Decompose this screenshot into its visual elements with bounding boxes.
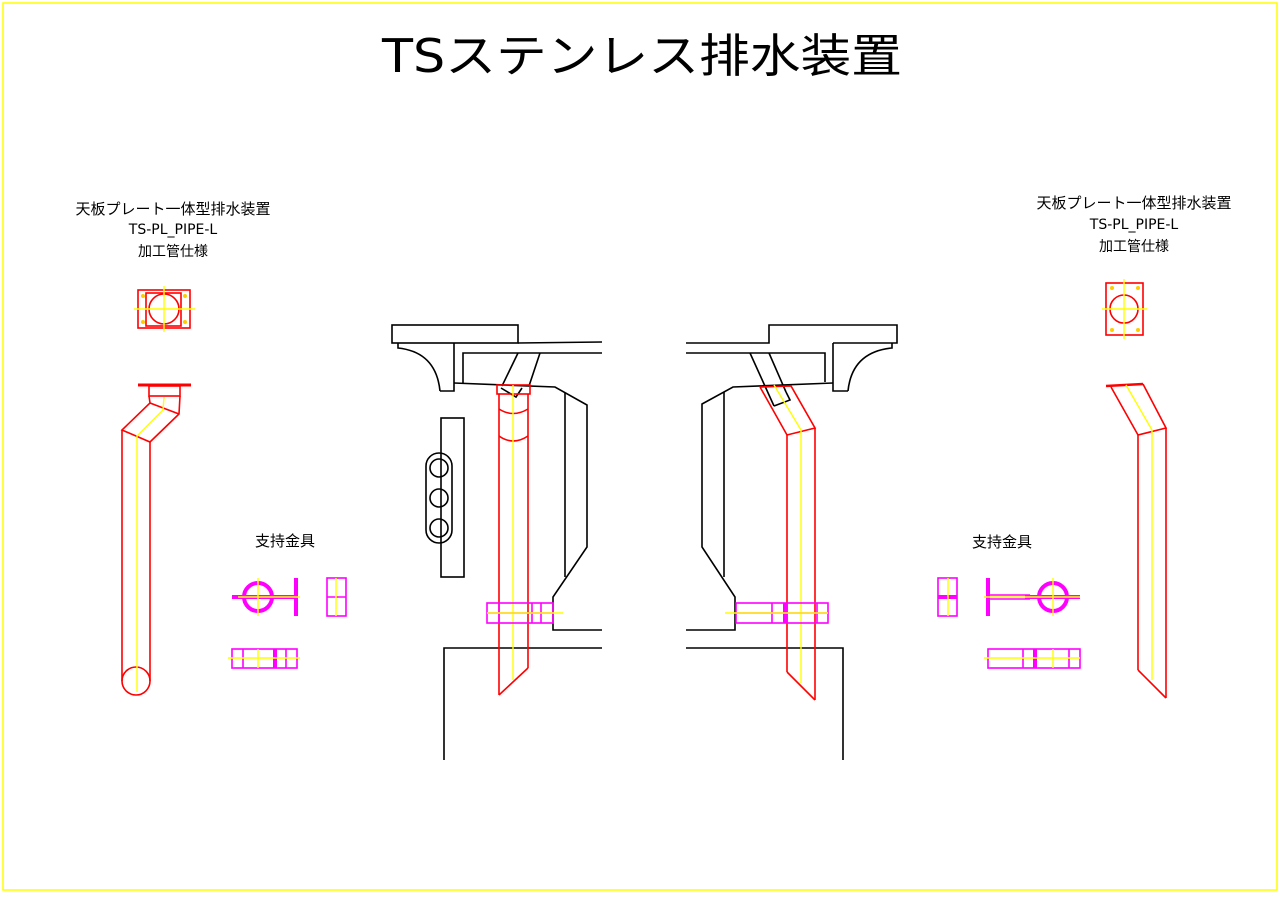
left-plate-plan-view (134, 286, 195, 332)
right-pipe-elevation (1105, 382, 1168, 699)
drawing-border (2, 2, 1278, 891)
right-spec-model: TS-PL_PIPE-L (1089, 217, 1179, 233)
right-plate-plan-view (1102, 279, 1147, 339)
drawing-title: TSステンレス排水装置 (381, 29, 902, 83)
left-spec-model: TS-PL_PIPE-L (128, 222, 218, 238)
right-installation-section (686, 324, 898, 760)
left-bracket-label: 支持金具 (255, 532, 315, 550)
right-bracket-label: 支持金具 (972, 533, 1032, 551)
left-spec-type: 加工管仕様 (138, 244, 208, 260)
left-pipe-elevation (120, 383, 191, 696)
right-spec-name: 天板プレート一体型排水装置 (1036, 194, 1231, 212)
left-installation-section (391, 324, 603, 760)
left-spec-name: 天板プレート一体型排水装置 (75, 200, 270, 218)
right-support-bracket (937, 577, 1081, 669)
right-spec-type: 加工管仕様 (1099, 239, 1169, 255)
left-support-bracket (228, 577, 347, 669)
